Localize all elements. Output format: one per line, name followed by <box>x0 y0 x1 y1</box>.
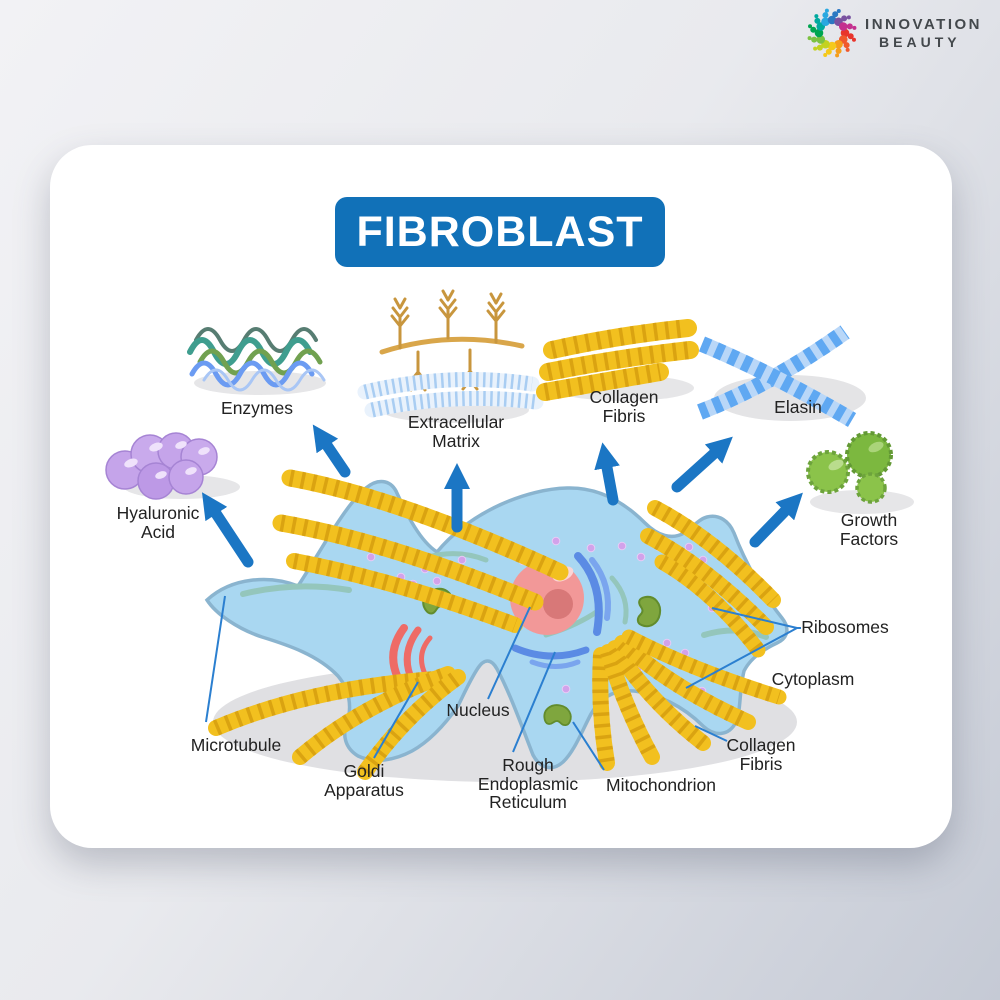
brand-logo: INNOVATION BEAUTY <box>807 8 982 58</box>
label-nucleus: Nucleus <box>446 700 510 720</box>
leader-lines <box>205 595 801 771</box>
label-ribosomes: Ribosomes <box>801 617 889 637</box>
label-elasin: Elasin <box>774 397 822 417</box>
hyaluronic-acid-illustration <box>105 432 218 500</box>
nucleus <box>510 561 584 635</box>
elasin-illustration <box>697 325 857 427</box>
outward-arrows <box>201 424 803 568</box>
growth-factors-illustration <box>806 431 893 504</box>
page-title: FIBROBLAST <box>356 207 644 256</box>
label-growth-factors: Growth Factors <box>839 510 899 549</box>
logo-text: INNOVATION BEAUTY <box>865 16 982 49</box>
label-collagen-fibris-top: Collagen Fibris <box>589 387 659 426</box>
title-banner: FIBROBLAST <box>335 197 665 267</box>
label-goldi-apparatus: Goldi Apparatus <box>324 761 404 800</box>
extracellular-matrix-illustration <box>357 289 544 418</box>
label-microtubule: Microtubule <box>190 735 282 755</box>
label-collagen-fibris-bottom: Collagen Fibris <box>726 735 796 774</box>
collagen-bundles <box>208 469 787 780</box>
logo-flower-icon <box>807 8 857 58</box>
logo-line2: BEAUTY <box>879 33 961 50</box>
label-rough-endoplasmic-reticulum: Rough Endoplasmic Reticulum <box>477 755 579 813</box>
logo-line1: INNOVATION <box>865 16 982 34</box>
enzymes-illustration <box>187 327 326 392</box>
collagen-fibris-top-illustration <box>536 319 699 401</box>
label-hyaluronic-acid: Hyaluronic Acid <box>116 503 200 542</box>
label-enzymes: Enzymes <box>221 398 293 418</box>
label-extracellular-matrix: Extracellular Matrix <box>407 412 505 451</box>
label-mitochondrion: Mitochondrion <box>606 775 716 795</box>
rough-endoplasmic-reticulum <box>511 552 611 669</box>
label-cytoplasm: Cytoplasm <box>771 669 855 689</box>
